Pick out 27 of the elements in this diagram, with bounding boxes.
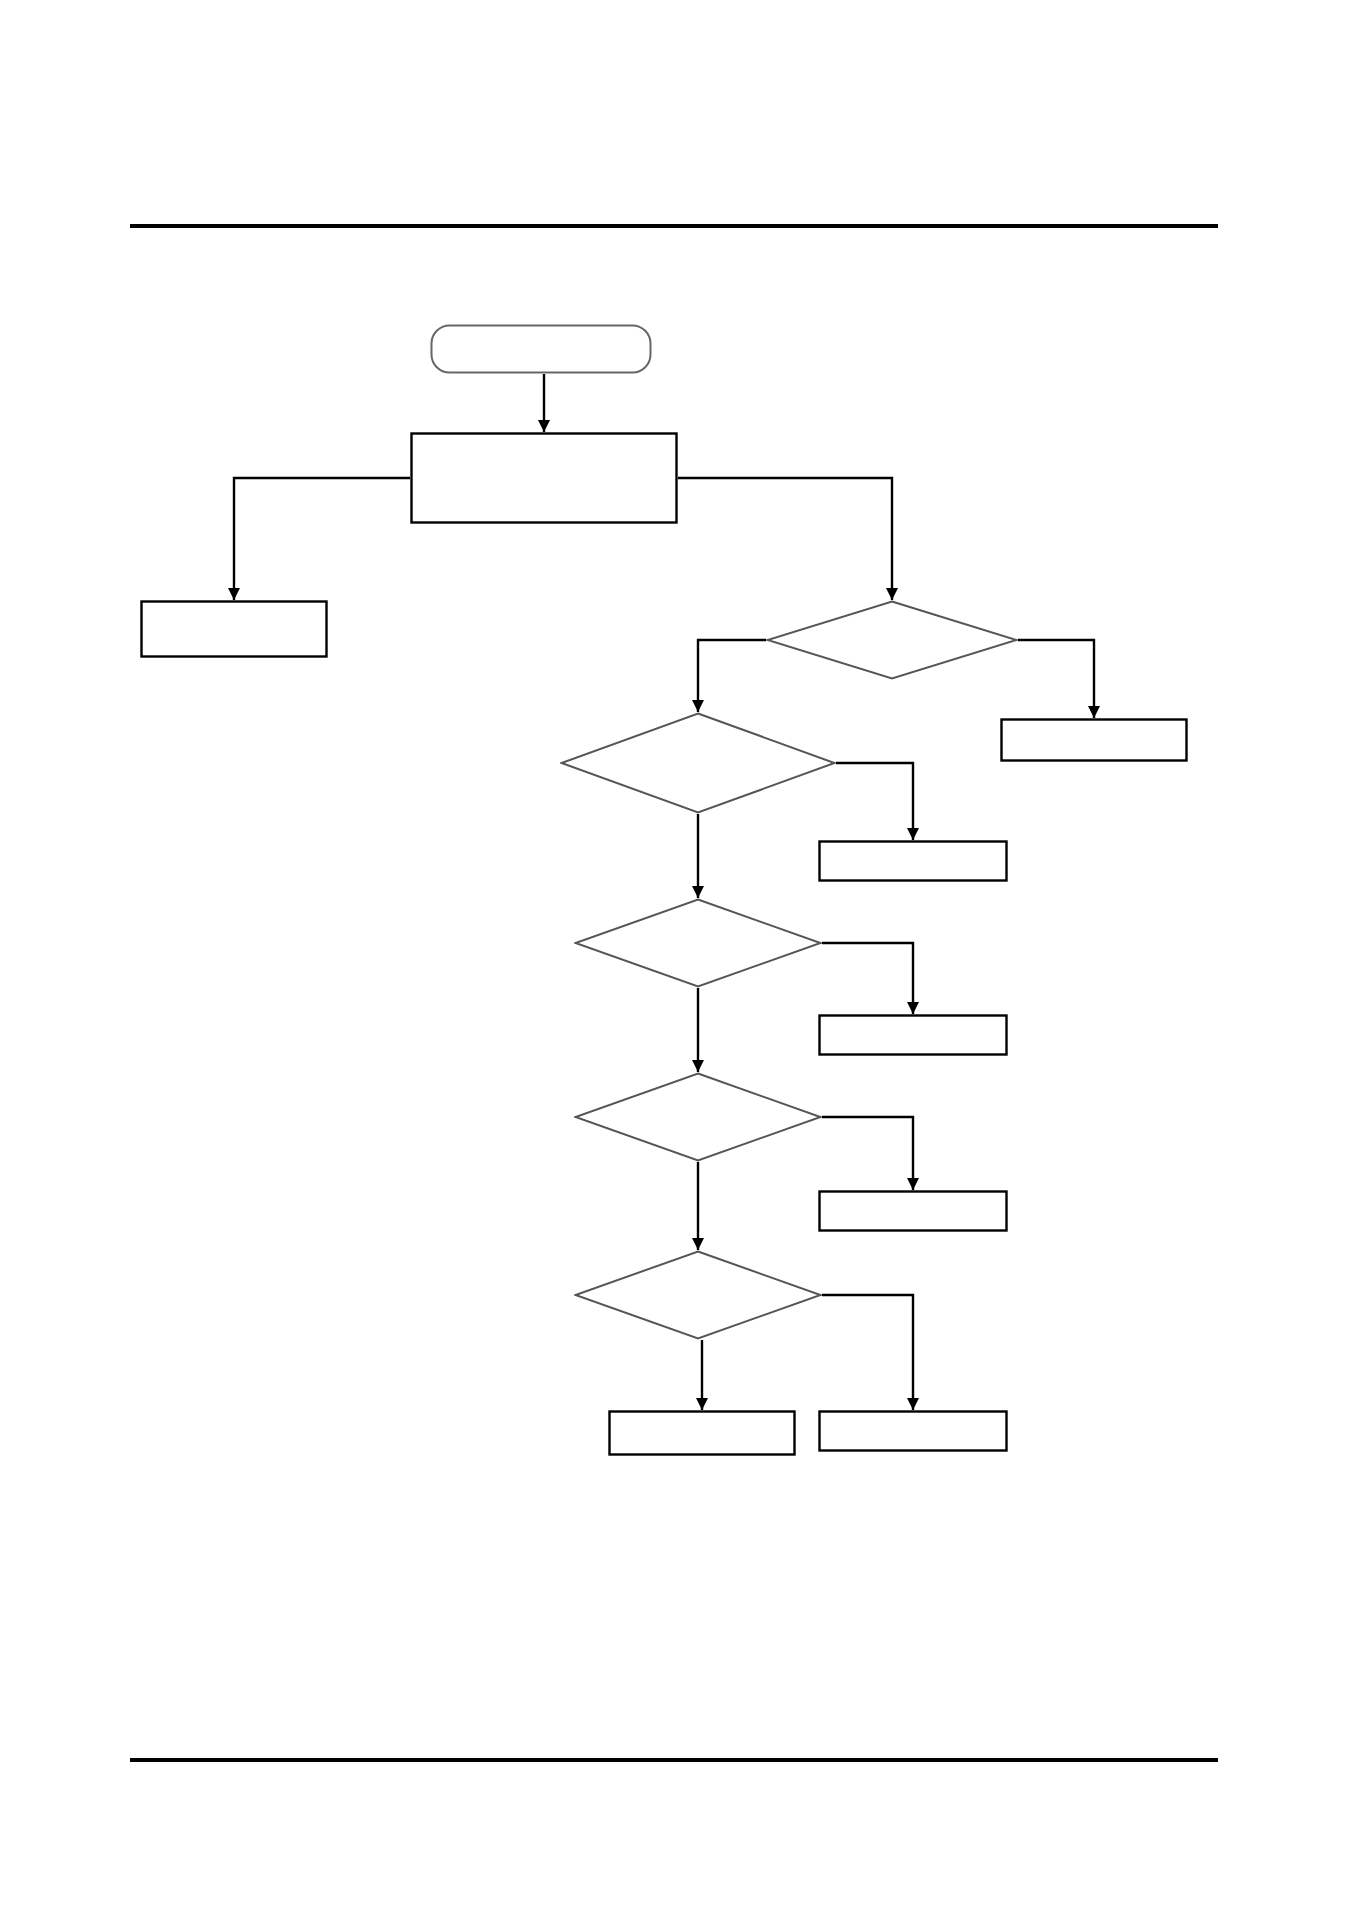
arrow — [692, 814, 704, 898]
arrow — [822, 1293, 919, 1410]
arrow — [822, 1115, 919, 1190]
process-box — [410, 432, 678, 524]
arrow — [692, 1162, 704, 1250]
decision-diamond — [574, 1072, 822, 1162]
arrow — [1018, 638, 1100, 718]
arrow — [822, 941, 919, 1014]
process-box — [608, 1410, 796, 1456]
process-box — [818, 840, 1008, 882]
process-box — [1000, 718, 1188, 762]
arrow — [836, 761, 919, 840]
decision-diamond — [560, 712, 836, 814]
arrow — [692, 988, 704, 1072]
arrow — [678, 476, 898, 600]
arrow — [692, 638, 766, 712]
process-box — [818, 1190, 1008, 1232]
arrow — [228, 476, 410, 600]
decision-diamond — [766, 600, 1018, 680]
process-box — [140, 600, 328, 658]
decision-diamond — [574, 898, 822, 988]
process-box — [818, 1014, 1008, 1056]
process-box — [818, 1410, 1008, 1452]
decision-diamond — [574, 1250, 822, 1340]
arrow — [538, 374, 550, 432]
start-terminal — [430, 324, 652, 374]
arrow — [696, 1340, 708, 1410]
